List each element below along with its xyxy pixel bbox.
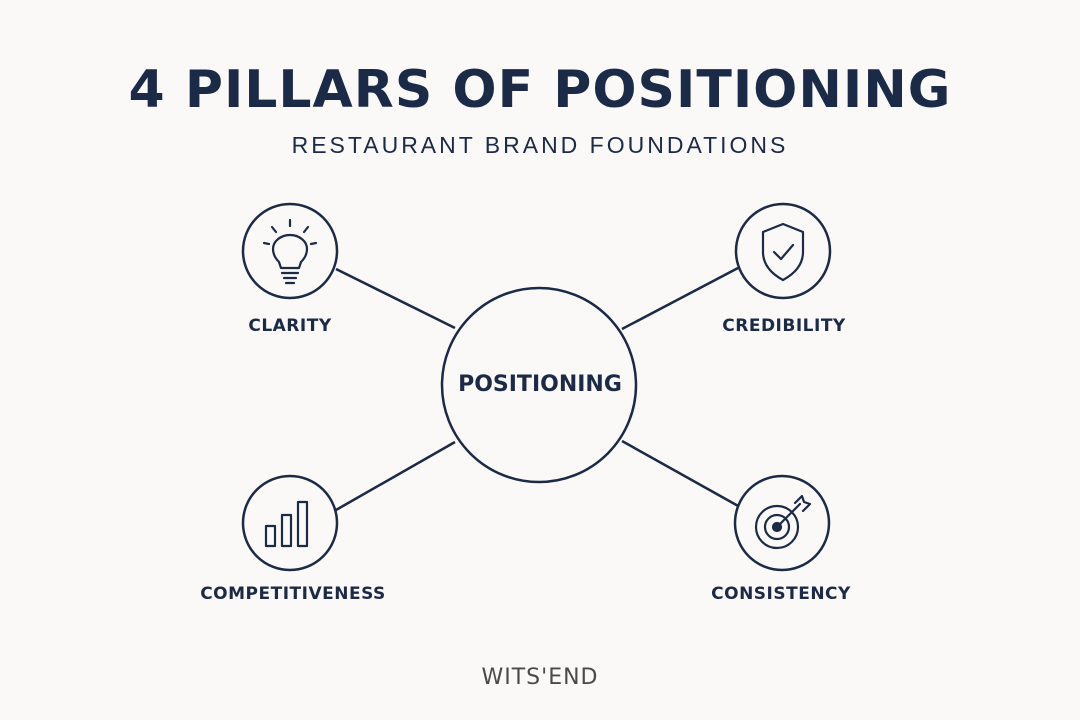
pillar-label-competitiveness: COMPETITIVENESS bbox=[200, 584, 386, 604]
lightbulb-icon bbox=[262, 218, 318, 285]
connector-clarity bbox=[335, 267, 456, 330]
wits-end-logo: WITS'END bbox=[481, 665, 599, 690]
credibility-node-circle bbox=[734, 202, 832, 300]
center-label: POSITIONING bbox=[458, 372, 622, 397]
clarity-node-circle bbox=[241, 202, 339, 300]
connector-competitiveness bbox=[335, 440, 456, 512]
center-hub-circle bbox=[440, 286, 638, 484]
bar-chart-icon bbox=[264, 500, 309, 548]
pillar-label-clarity: CLARITY bbox=[248, 316, 332, 336]
page-subtitle: RESTAURANT BRAND FOUNDATIONS bbox=[291, 132, 789, 158]
connector-credibility bbox=[621, 266, 739, 331]
shield-check-icon bbox=[761, 222, 805, 282]
pillar-label-credibility: CREDIBILITY bbox=[722, 316, 846, 336]
pillar-label-consistency: CONSISTENCY bbox=[711, 584, 851, 604]
page-title: 4 PILLARS OF POSITIONING bbox=[128, 60, 952, 120]
connector-consistency bbox=[621, 439, 741, 509]
target-icon bbox=[754, 494, 812, 550]
